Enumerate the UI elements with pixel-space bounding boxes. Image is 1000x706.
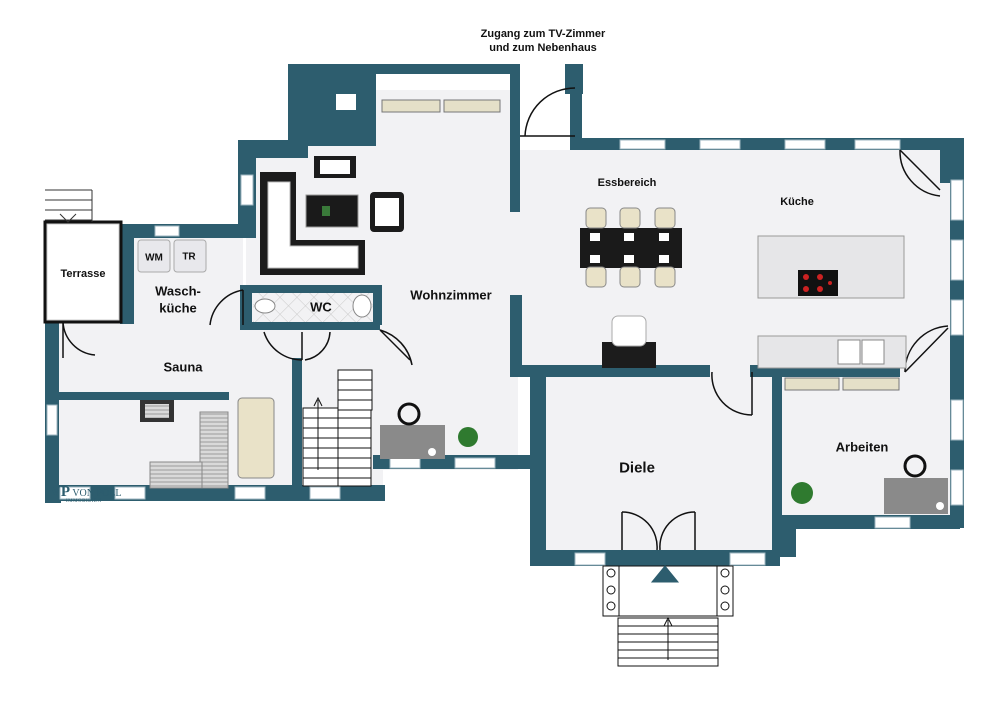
room-label-kueche: Küche — [780, 196, 814, 208]
dining-table — [580, 207, 682, 288]
windows — [46, 139, 964, 566]
plants — [458, 427, 813, 504]
logo-mark: VP — [50, 484, 70, 500]
terrasse-outline — [43, 189, 123, 324]
washing-machine-label: WM — [145, 252, 163, 264]
room-label-arbeiten: Arbeiten — [835, 439, 889, 455]
entry-steps — [602, 565, 734, 667]
wc-floor — [253, 293, 373, 322]
kitchen-island — [757, 235, 907, 369]
logo-sub: IMMOBILIEN — [66, 499, 102, 504]
sofa-group — [260, 156, 404, 275]
room-label-sauna: Sauna — [163, 359, 203, 375]
access-note-line1: Zugang zum TV-Zimmer — [480, 28, 606, 40]
radiators — [381, 99, 900, 391]
room-label-waschkueche-2: küche — [159, 300, 197, 316]
room-label-wohnzimmer: Wohnzimmer — [410, 287, 492, 303]
logo-name: VON POLL — [72, 488, 122, 499]
room-label-terrasse: Terrasse — [60, 268, 106, 280]
access-note: Zugang zum TV-Zimmer und zum Nebenhaus — [481, 27, 606, 55]
room-label-waschkueche-1: Wasch- — [155, 283, 201, 299]
laundry-machines — [137, 239, 207, 273]
staircase — [302, 369, 373, 487]
fireplace — [336, 94, 356, 110]
sauna-furniture — [140, 397, 275, 489]
room-label-diele: Diele — [619, 459, 655, 477]
dryer-label: TR — [182, 251, 196, 263]
brand-logo: VP VON POLL IMMOBILIEN — [50, 484, 122, 507]
desks — [380, 402, 948, 514]
doors — [62, 87, 949, 551]
walls — [45, 64, 964, 566]
room-label-wc: WC — [310, 299, 332, 315]
room-label-essbereich: Essbereich — [597, 177, 657, 189]
armchair — [602, 315, 656, 368]
access-note-line2: und zum Nebenhaus — [489, 42, 597, 54]
